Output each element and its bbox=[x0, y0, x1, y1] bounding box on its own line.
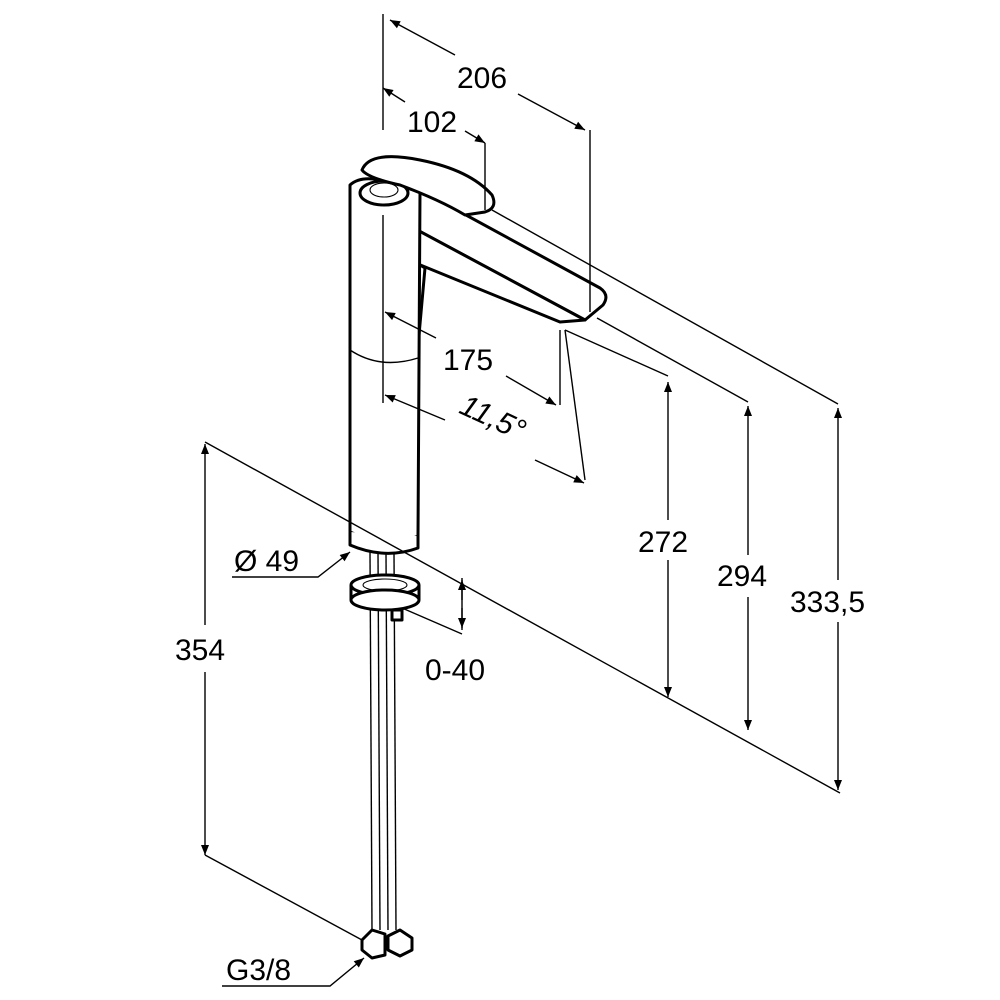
dimension-294-label: 294 bbox=[717, 560, 767, 593]
dimension-333-label: 333,5 bbox=[790, 586, 865, 619]
dimension-354-label: 354 bbox=[175, 634, 225, 667]
dimension-272-label: 272 bbox=[638, 526, 688, 559]
lever-handle bbox=[360, 155, 496, 217]
dimension-lines bbox=[201, 14, 842, 987]
mounting-hardware bbox=[349, 551, 421, 960]
angle-label: 11,5° bbox=[455, 389, 531, 448]
dimension-206-label: 206 bbox=[457, 62, 507, 95]
thread-label: G3/8 bbox=[226, 954, 291, 987]
diameter-label: Ø 49 bbox=[234, 545, 299, 578]
dimension-labels: 206 102 175 11,5° 272 294 333,5 Ø 49 0-4… bbox=[175, 62, 865, 987]
dimension-102-label: 102 bbox=[407, 106, 457, 139]
dimension-175-label: 175 bbox=[443, 344, 493, 377]
deck-thickness-label: 0-40 bbox=[425, 654, 485, 687]
